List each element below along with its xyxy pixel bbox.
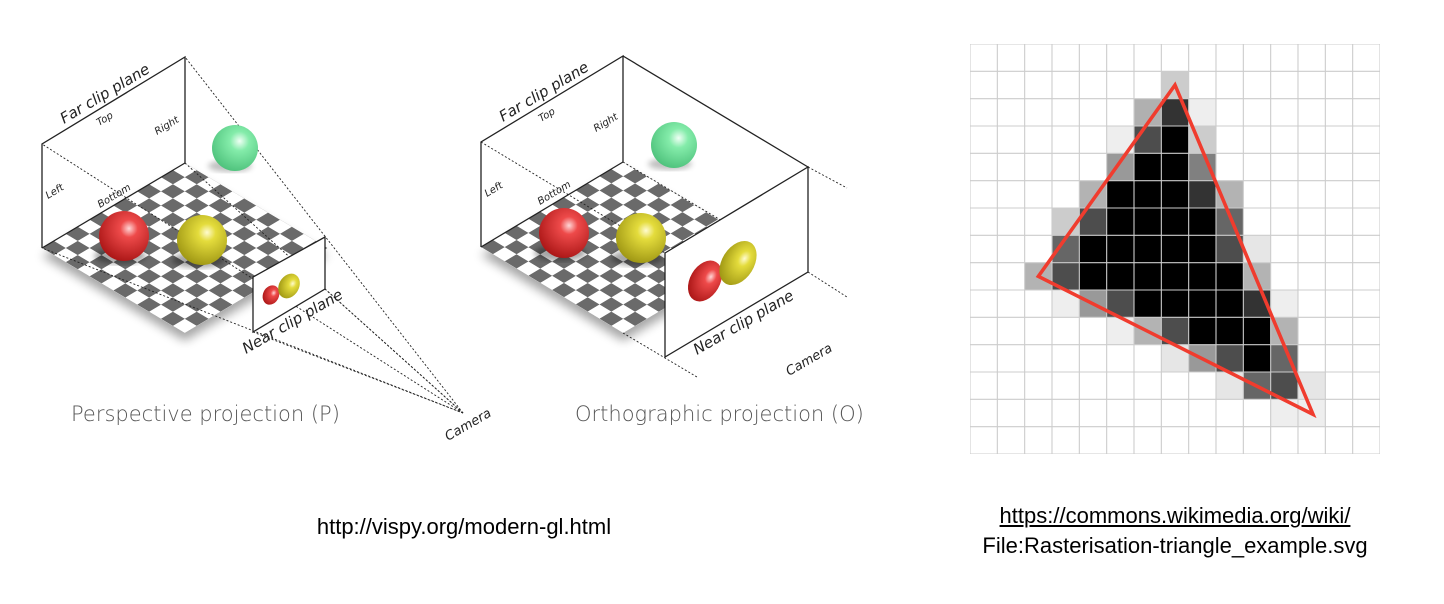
raster-cell bbox=[1188, 317, 1216, 345]
raster-cell bbox=[1161, 180, 1189, 208]
raster-cell bbox=[1216, 290, 1244, 318]
far-clip-plane bbox=[480, 54, 809, 248]
left-label: Left bbox=[44, 182, 67, 202]
yellow-sphere bbox=[616, 213, 666, 263]
raster-cell bbox=[1079, 262, 1107, 290]
perspective-diagram: Far clip plane Top Right Left Bottom Nea… bbox=[41, 55, 495, 445]
near-clip-plane bbox=[252, 235, 326, 334]
top-label: Top bbox=[95, 110, 116, 128]
raster-cell bbox=[1134, 290, 1162, 318]
raster-cell bbox=[1079, 235, 1107, 263]
raster-cell bbox=[1134, 126, 1162, 154]
right-label: Right bbox=[153, 114, 182, 138]
raster-cell bbox=[1134, 153, 1162, 181]
raster-cell bbox=[1161, 126, 1189, 154]
raster-cell bbox=[1216, 317, 1244, 345]
raster-cell bbox=[1134, 262, 1162, 290]
vispy-source: http://vispy.org/modern-gl.html bbox=[264, 514, 664, 540]
projection-diagrams: Far clip plane Top Right Left Bottom Nea… bbox=[41, 54, 848, 445]
raster-cell bbox=[1243, 317, 1271, 345]
raster-cell bbox=[1052, 208, 1080, 236]
red-sphere bbox=[99, 211, 149, 261]
raster-cell bbox=[1270, 290, 1298, 318]
raster-cell bbox=[1106, 262, 1134, 290]
perspective-caption: Perspective projection (P) bbox=[71, 402, 340, 426]
wikimedia-link[interactable]: https://commons.wikimedia.org/wiki/ bbox=[999, 503, 1351, 528]
raster-cell bbox=[1106, 235, 1134, 263]
raster-cell bbox=[1188, 180, 1216, 208]
raster-cell bbox=[1134, 235, 1162, 263]
raster-cell bbox=[1188, 208, 1216, 236]
raster-cell bbox=[1188, 98, 1216, 126]
camera-label: Camera bbox=[784, 341, 836, 380]
near-clip-plane bbox=[664, 165, 809, 359]
yellow-sphere bbox=[177, 215, 227, 265]
raster-cell bbox=[1161, 290, 1189, 318]
orthographic-diagram: Far clip plane Top Right Left Bottom Nea… bbox=[480, 54, 848, 380]
raster-cell bbox=[1188, 290, 1216, 318]
left-label: Left bbox=[483, 180, 506, 200]
wikimedia-file: File:Rasterisation-triangle_example.svg bbox=[982, 533, 1368, 558]
raster-cell bbox=[1106, 208, 1134, 236]
raster-cell bbox=[1134, 208, 1162, 236]
green-sphere bbox=[651, 122, 697, 168]
camera-label: Camera bbox=[443, 406, 495, 445]
raster-cell bbox=[1134, 180, 1162, 208]
raster-cell bbox=[1243, 344, 1271, 372]
rasterisation-grid bbox=[970, 44, 1380, 454]
raster-cell bbox=[1161, 262, 1189, 290]
raster-cell bbox=[1188, 262, 1216, 290]
wikimedia-source: https://commons.wikimedia.org/wiki/ File… bbox=[925, 501, 1425, 561]
orthographic-caption: Orthographic projection (O) bbox=[575, 402, 864, 426]
raster-cell bbox=[1161, 235, 1189, 263]
red-sphere bbox=[539, 208, 589, 258]
green-sphere bbox=[212, 125, 258, 171]
raster-cell bbox=[1106, 180, 1134, 208]
triangle-outline bbox=[1035, 81, 1317, 419]
view-volume-lines bbox=[480, 141, 848, 378]
raster-cell bbox=[1161, 208, 1189, 236]
far-clip-plane bbox=[41, 55, 186, 249]
right-label: Right bbox=[592, 111, 621, 135]
top-label: Top bbox=[537, 106, 558, 124]
raster-cell bbox=[1188, 235, 1216, 263]
raster-cell bbox=[1216, 262, 1244, 290]
vispy-url: http://vispy.org/modern-gl.html bbox=[316, 514, 612, 539]
raster-cell bbox=[1161, 153, 1189, 181]
